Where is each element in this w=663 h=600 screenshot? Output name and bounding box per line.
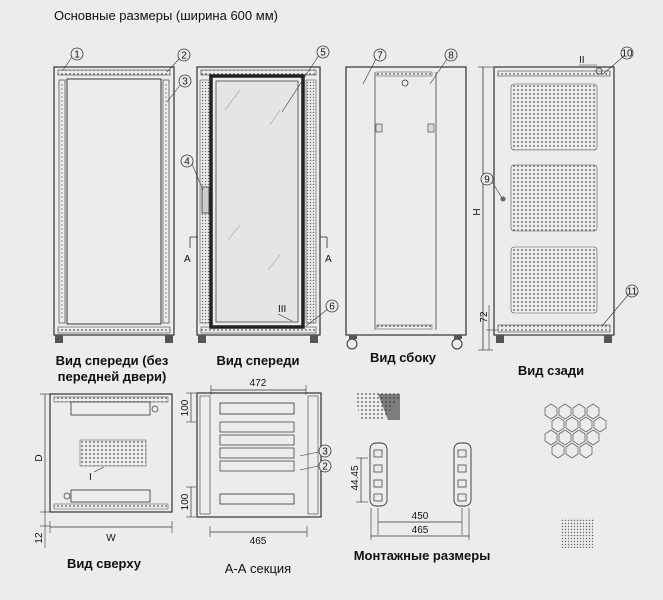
- callout-3: 3: [182, 77, 188, 88]
- callout-4: 4: [184, 157, 190, 168]
- section-marks: A A: [184, 236, 332, 265]
- roman-ii: II: [579, 55, 585, 66]
- section-mark-left: A: [184, 254, 191, 265]
- dimension-100-bottom-label: 100: [180, 493, 191, 510]
- dimension-465-section-label: 465: [250, 536, 267, 547]
- callout-5-circle: [316, 45, 330, 59]
- callout-8-circle: [444, 48, 458, 62]
- callout-10-circle: [620, 46, 634, 60]
- dimension-450-label: 450: [412, 511, 429, 522]
- callout-11-circle: [625, 284, 639, 298]
- callout-5: 5: [320, 48, 326, 59]
- callout-2: 2: [181, 51, 187, 62]
- callout-1-circle: [70, 47, 84, 61]
- roman-iii: III: [278, 304, 286, 315]
- mounting-view: [355, 393, 472, 507]
- top-view-dimensions: D W 12: [34, 393, 173, 548]
- section-callout-2-circle: [318, 459, 332, 473]
- section-mark-right: A: [325, 254, 332, 265]
- roman-markers: II III: [277, 55, 597, 322]
- caption-side: Вид сбоку: [369, 350, 436, 365]
- section-callout-3-circle: [318, 444, 332, 458]
- front-view-door: [196, 66, 321, 343]
- dimension-100-top-label: 100: [180, 399, 191, 416]
- section-callout-2: 2: [322, 462, 328, 473]
- callout-4-circle: [180, 154, 194, 168]
- dimension-h-label: H: [472, 208, 483, 215]
- rear-view: [493, 66, 615, 343]
- dimension-d-label: D: [34, 454, 45, 461]
- caption-section: А-А секция: [224, 561, 292, 576]
- section-dimensions: 472 100 100 465: [180, 378, 308, 547]
- caption-rear: Вид сзади: [517, 363, 585, 378]
- dimension-44-45-label: 44.45: [350, 465, 361, 490]
- roman-i: I: [89, 472, 92, 483]
- front-view-no-door: [53, 66, 175, 343]
- section-callout-3: 3: [322, 447, 328, 458]
- dimension-12-label: 12: [34, 532, 45, 544]
- callout-8: 8: [448, 51, 454, 62]
- dimension-465-mount-label: 465: [412, 525, 429, 536]
- callout-9: 9: [484, 175, 490, 186]
- callout-1: 1: [74, 50, 80, 61]
- caption-mounting: Монтажные размеры: [353, 548, 491, 563]
- callouts: 1 2 3 4 5 6 7 8 9 10 11: [62, 45, 639, 327]
- callout-9-circle: [480, 172, 494, 186]
- perforation-detail-round: [560, 518, 594, 548]
- caption-top: Вид сверху: [67, 556, 141, 571]
- section-view: 3 2: [196, 392, 332, 518]
- callout-10: 10: [621, 49, 633, 60]
- dimension-w-label: W: [106, 533, 116, 544]
- side-view: [345, 66, 467, 350]
- callout-7-circle: [373, 48, 387, 62]
- caption-front: Вид спереди: [216, 353, 300, 368]
- callout-11: 11: [627, 287, 638, 298]
- dimension-h: H 72: [472, 66, 497, 351]
- mounting-dimensions: 44.45 450 465: [350, 457, 470, 540]
- callout-3-circle: [178, 74, 192, 88]
- page-title: Основные размеры (ширина 600 мм): [54, 8, 278, 23]
- caption-front-no-door: Вид спереди (без передней двери): [55, 353, 169, 384]
- callout-2-circle: [177, 48, 191, 62]
- callout-6: 6: [329, 302, 335, 313]
- dimension-72-label: 72: [479, 311, 490, 323]
- callout-7: 7: [377, 51, 383, 62]
- callout-6-circle: [325, 299, 339, 313]
- dimension-472-label: 472: [250, 378, 267, 389]
- perforation-detail-hex: [544, 403, 607, 459]
- top-view: I: [49, 393, 173, 513]
